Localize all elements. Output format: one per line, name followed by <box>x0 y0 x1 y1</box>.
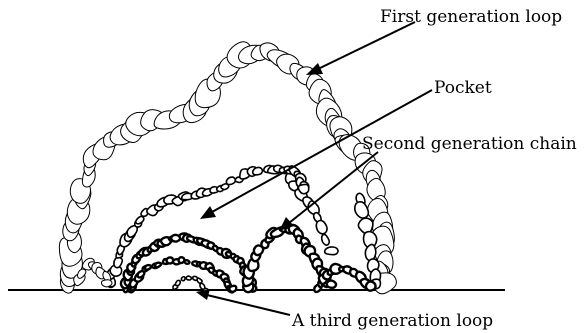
second-generation-chain <box>121 225 376 292</box>
chain-cell <box>325 247 338 255</box>
chain-cell <box>186 276 191 280</box>
chain-cell <box>175 280 180 285</box>
label-third-generation-loop: A third generation loop <box>291 311 493 331</box>
chain-cell <box>253 167 263 174</box>
chain-cell <box>365 244 375 260</box>
chain-cell <box>226 177 235 185</box>
chain-cell <box>181 277 185 281</box>
chain-cell <box>184 260 189 264</box>
chain-cell <box>327 281 336 288</box>
chain-cell <box>366 281 376 290</box>
pocket-loop <box>74 165 309 287</box>
chain-cell <box>229 286 236 292</box>
third-generation-loop <box>128 257 236 292</box>
label-first-generation-loop: First generation loop <box>380 7 562 27</box>
chain-cell <box>136 216 144 223</box>
chain-cell <box>197 278 202 283</box>
chain-cell <box>316 220 327 233</box>
label-pocket: Pocket <box>434 78 492 98</box>
chain-cell <box>355 202 369 218</box>
chain-cell <box>322 234 330 245</box>
arrow-first-loop <box>306 22 415 75</box>
chain-cell <box>101 280 112 287</box>
arrow-third-loop <box>196 289 290 315</box>
chain-cell <box>298 184 308 193</box>
chain-cell <box>114 257 122 267</box>
chain-cell <box>155 263 161 267</box>
label-second-generation-chain: Second generation chain <box>362 134 577 154</box>
chain-cell <box>145 265 151 270</box>
